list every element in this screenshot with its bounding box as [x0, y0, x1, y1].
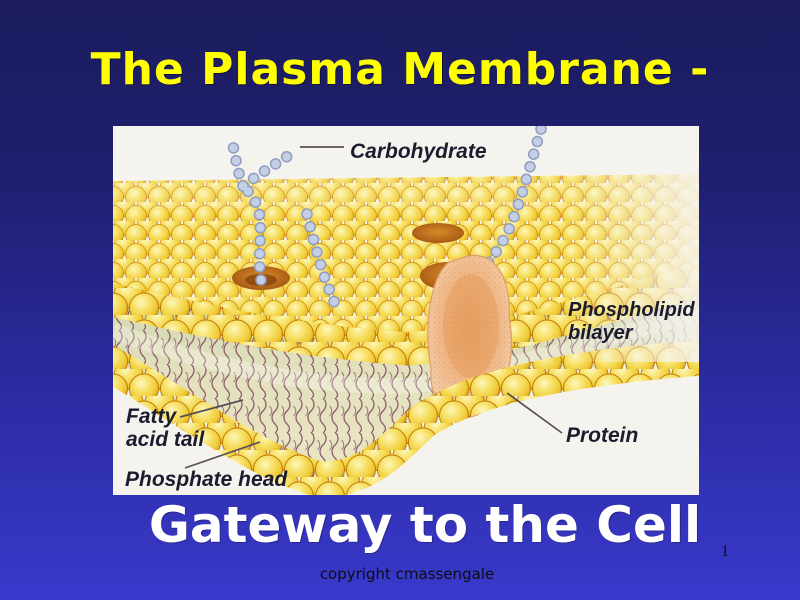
label-phosphate-head: Phosphate head — [125, 468, 288, 491]
slide-subtitle: Gateway to the Cell — [148, 496, 702, 554]
membrane-dimple-mid — [412, 223, 464, 243]
label-protein: Protein — [566, 424, 638, 447]
lower-head-row — [113, 339, 699, 495]
membrane-illustration-svg: Carbohydrate Phospholipid bilayer Fatty … — [113, 126, 699, 495]
label-phospholipid-bilayer-line2: bilayer — [568, 322, 634, 344]
label-fatty-acid-tail-line2: acid tail — [126, 428, 205, 451]
callout-lines — [179, 146, 563, 469]
label-carbohydrate: Carbohydrate — [350, 140, 487, 163]
slide-title: The Plasma Membrane - — [90, 44, 710, 95]
page-number: 1 — [721, 543, 729, 560]
membrane-illustration: Carbohydrate Phospholipid bilayer Fatty … — [113, 126, 699, 495]
label-phospholipid-bilayer-line1: Phospholipid — [568, 299, 695, 321]
copyright-text: copyright cmassengale — [319, 565, 495, 583]
carbohydrate-chains — [225, 126, 547, 310]
label-fatty-acid-tail-line1: Fatty — [126, 405, 177, 428]
right-fade — [568, 162, 699, 362]
